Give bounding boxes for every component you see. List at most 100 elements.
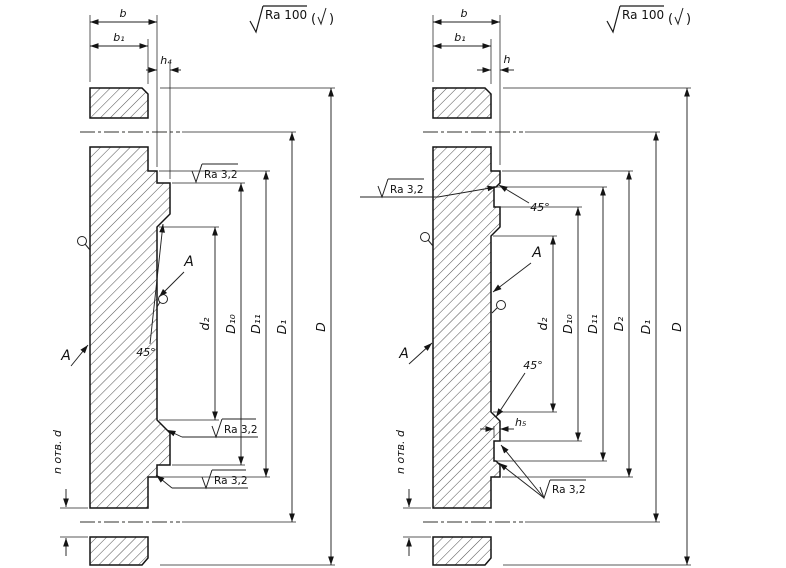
leader-line xyxy=(437,185,497,198)
right-general-roughness-note: Ra 100 ( ) xyxy=(606,5,691,34)
surface-circle-tail xyxy=(156,301,161,308)
left-general-roughness-note: Ra 100 ( ) xyxy=(249,5,334,34)
right-surface-circle-mark-face xyxy=(491,300,506,314)
roughness-icon xyxy=(377,178,389,199)
surface-circle-tail xyxy=(427,239,434,247)
right-bolt-holes-dim: n отв. d xyxy=(394,429,431,556)
dim-label-D: D xyxy=(669,322,684,332)
surface-circle-tail xyxy=(84,243,91,251)
right-dim-D: D xyxy=(503,87,691,566)
left-surface-circle-mark-face xyxy=(156,294,168,308)
leader-line xyxy=(149,223,165,345)
surface-circle-icon xyxy=(158,294,168,304)
leader-line xyxy=(498,462,545,499)
leader-line xyxy=(166,429,183,438)
leader-line xyxy=(500,444,545,499)
roughness-icon xyxy=(191,163,203,184)
left-dim-b1: b₁ xyxy=(90,31,149,84)
right-flange-body-section xyxy=(432,146,501,509)
angle-label: 45° xyxy=(136,346,156,359)
roughness-value: Ra 3,2 xyxy=(224,424,258,436)
angle-label: 45° xyxy=(523,359,543,372)
roughness-value: Ra 3,2 xyxy=(214,475,248,487)
dim-label-b: b xyxy=(461,7,468,20)
left-dim-h4: h₄ xyxy=(146,54,181,179)
left-surface-circle-mark-outer xyxy=(77,236,91,251)
right-section-callout-lower: A xyxy=(398,342,433,365)
right-dim-D1: D₁ xyxy=(525,131,660,523)
dim-label-D: D xyxy=(313,322,328,332)
dim-label-D2: D₂ xyxy=(611,317,626,332)
left-dim-D1: D₁ xyxy=(182,131,296,523)
left-roughness-callout-top: Ra 3,2 xyxy=(191,163,238,184)
left-roughness-callout-bottom: Ra 3,2 xyxy=(155,469,248,490)
roughness-value: Ra 3,2 xyxy=(552,484,586,496)
general-roughness-value: Ra 100 xyxy=(265,8,307,22)
dim-label-b: b xyxy=(120,7,127,20)
right-section-callout-upper: A xyxy=(492,245,542,293)
holes-count-label: n отв. d xyxy=(51,429,64,474)
left-section-callout-lower: A xyxy=(60,344,89,367)
holes-count-label: n отв. d xyxy=(394,429,407,474)
right-flange-bottom-rim-section xyxy=(432,536,492,566)
right-chamfer-angle-callout-bottom: 45° xyxy=(495,359,543,418)
check-roughness-icon xyxy=(317,7,327,26)
leader-line xyxy=(495,372,526,418)
section-label: A xyxy=(60,348,71,364)
right-roughness-callout-bottom: Ra 3,2 xyxy=(498,444,586,500)
right-dim-b1: b₁ xyxy=(433,31,492,84)
right-dim-h5: h₅ xyxy=(480,416,526,438)
left-dim-D: D xyxy=(160,87,335,566)
left-dim-D10: D₁₀ xyxy=(172,182,245,466)
right-dim-b: b xyxy=(432,7,501,165)
right-surface-circle-mark-outer xyxy=(420,232,434,247)
roughness-icon xyxy=(211,418,223,439)
section-label: A xyxy=(183,254,194,270)
leader-line xyxy=(158,271,185,298)
leader-line xyxy=(492,262,532,293)
surface-circle-icon xyxy=(420,232,430,242)
dim-label-D11: D₁₁ xyxy=(248,314,263,334)
leader-line xyxy=(408,342,433,365)
left-section-callout-upper: A xyxy=(158,254,194,298)
roughness-icon xyxy=(606,5,621,34)
left-flange-body-section xyxy=(89,146,171,509)
check-roughness-icon xyxy=(674,7,684,26)
right-flange-top-rim-section xyxy=(432,87,492,119)
dim-label-b1: b₁ xyxy=(113,31,124,44)
dim-label-d2: d₂ xyxy=(197,318,212,331)
paren-close: ) xyxy=(329,12,334,27)
roughness-icon xyxy=(201,469,213,490)
paren-close: ) xyxy=(686,12,691,27)
section-label: A xyxy=(531,245,542,261)
dim-label-h: h xyxy=(504,53,511,66)
left-roughness-callout-chamfer: Ra 3,2 xyxy=(166,418,258,439)
roughness-value: Ra 3,2 xyxy=(390,184,424,196)
dim-label-D11: D₁₁ xyxy=(585,314,600,334)
paren-open: ( xyxy=(311,12,316,27)
left-flange-bottom-rim-section xyxy=(89,536,149,566)
right-dim-D10: D₁₀ xyxy=(496,206,582,442)
dim-label-D10: D₁₀ xyxy=(560,314,575,334)
left-chamfer-angle-callout: 45° xyxy=(136,223,165,359)
surface-circle-tail xyxy=(491,307,498,314)
left-dim-d2: d₂ xyxy=(159,226,219,421)
left-dim-D11: D₁₁ xyxy=(159,170,270,478)
right-dim-d2: d₂ xyxy=(493,235,557,413)
right-roughness-callout-top: Ra 3,2 xyxy=(360,178,497,199)
dim-label-h5: h₅ xyxy=(515,416,526,429)
roughness-icon xyxy=(249,5,264,34)
general-roughness-value: Ra 100 xyxy=(622,8,664,22)
right-dim-h: h xyxy=(477,53,514,73)
leader-line xyxy=(70,344,89,367)
left-flange-top-rim-section xyxy=(89,87,149,119)
surface-circle-icon xyxy=(496,300,506,310)
section-label: A xyxy=(398,346,409,362)
right-chamfer-angle-callout-top: 45° xyxy=(498,184,550,214)
roughness-value: Ra 3,2 xyxy=(204,169,238,181)
left-flange-view: b b₁ h₄ d₂ D₁₀ D xyxy=(51,5,335,566)
right-dim-D2: D₂ xyxy=(502,170,633,478)
left-bolt-holes-dim: n отв. d xyxy=(51,429,88,556)
